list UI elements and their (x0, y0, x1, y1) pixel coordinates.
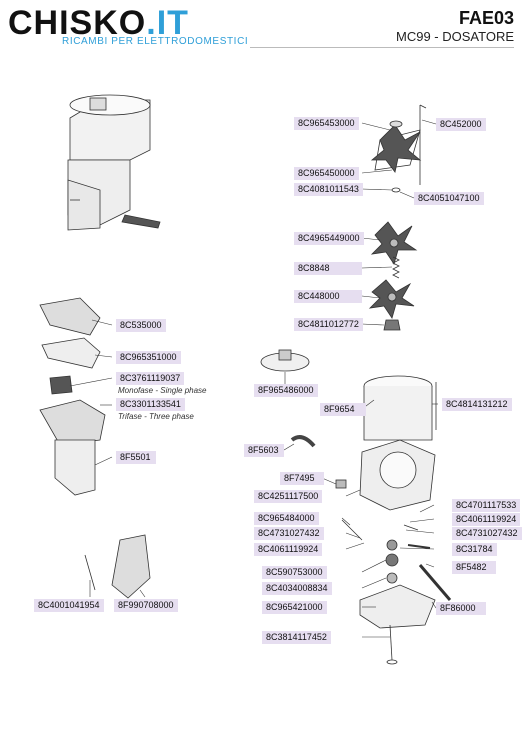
part-label: 8F5501 (116, 451, 156, 464)
part-label: 8C4251117500 (254, 490, 323, 503)
part-label: 8C965421000 (262, 601, 327, 614)
part-label: 8C965450000 (294, 167, 359, 180)
part-label: 8C4811012772 (294, 318, 363, 331)
lid-drawing (39, 297, 101, 395)
part-label: 8F9654 (320, 403, 366, 416)
part-label: 8C965453000 (294, 117, 359, 130)
part-label: 8F990708000 (114, 599, 178, 612)
part-label: 8C4701117533 (452, 499, 521, 512)
part-label: 8F5482 (452, 561, 496, 574)
page-subtitle: MC99 - DOSATORE (396, 29, 514, 44)
body-drawing (39, 399, 106, 496)
base-drawing (359, 439, 436, 511)
spring-drawing (392, 256, 400, 279)
part-label: 8C4814131212 (442, 398, 512, 411)
note-three-phase: Trifase - Three phase (118, 412, 194, 421)
cap-drawing (260, 349, 310, 372)
part-label: 8C4034008834 (262, 582, 332, 595)
part-label: 8C535000 (116, 319, 166, 332)
part-label: 8C590753000 (262, 566, 327, 579)
note-single-phase: Monofase - Single phase (118, 386, 207, 395)
part-label: 8C31784 (452, 543, 497, 556)
container-drawing (363, 375, 437, 441)
brand-logo: CHISKO.IT (8, 6, 189, 40)
part-label: 8C3814117452 (262, 631, 331, 644)
part-label: 8C4061119924 (452, 513, 521, 526)
part-label: 8F7495 (280, 472, 324, 485)
plate-drawing (359, 584, 436, 665)
part-label: 8C4731027432 (254, 527, 324, 540)
part-label: 8C4081011543 (294, 183, 363, 196)
part-label: 8C3301133541 (116, 398, 185, 411)
middle-star-drawing (370, 221, 418, 265)
part-label: 8C4051047100 (414, 192, 484, 205)
part-label: 8C452000 (436, 118, 486, 131)
brand-suffix: IT (156, 4, 189, 42)
part-label: 8C965484000 (254, 512, 319, 525)
page-code: FAE03 (458, 8, 514, 28)
part-label: 8C4965449000 (294, 232, 364, 245)
brand-main: CHISKO (8, 4, 147, 42)
motor-drawing (84, 534, 151, 599)
small-parts-drawing (335, 479, 452, 601)
brand-tagline: RICAMBI PER ELETTRODOMESTICI (62, 36, 249, 47)
part-label: 8C8848 (294, 262, 362, 275)
seal-drawing (290, 435, 316, 448)
part-label: 8F5603 (244, 444, 284, 457)
part-label: 8F965486000 (254, 384, 318, 397)
part-label: 8F86000 (436, 602, 486, 615)
part-label: 8C4731027432 (452, 527, 522, 540)
part-label: 8C4061119924 (254, 543, 323, 556)
part-label: 8C3761119037 (116, 372, 185, 385)
header-divider (250, 47, 514, 48)
part-label: 8C965351000 (116, 351, 181, 364)
part-label: 8C448000 (294, 290, 362, 303)
upper-star-drawing (370, 104, 427, 193)
part-label: 8C4001041954 (34, 599, 104, 612)
brand-dot: . (146, 4, 157, 42)
assembled-machine-drawing (67, 94, 161, 231)
lower-star-drawing (368, 279, 415, 331)
